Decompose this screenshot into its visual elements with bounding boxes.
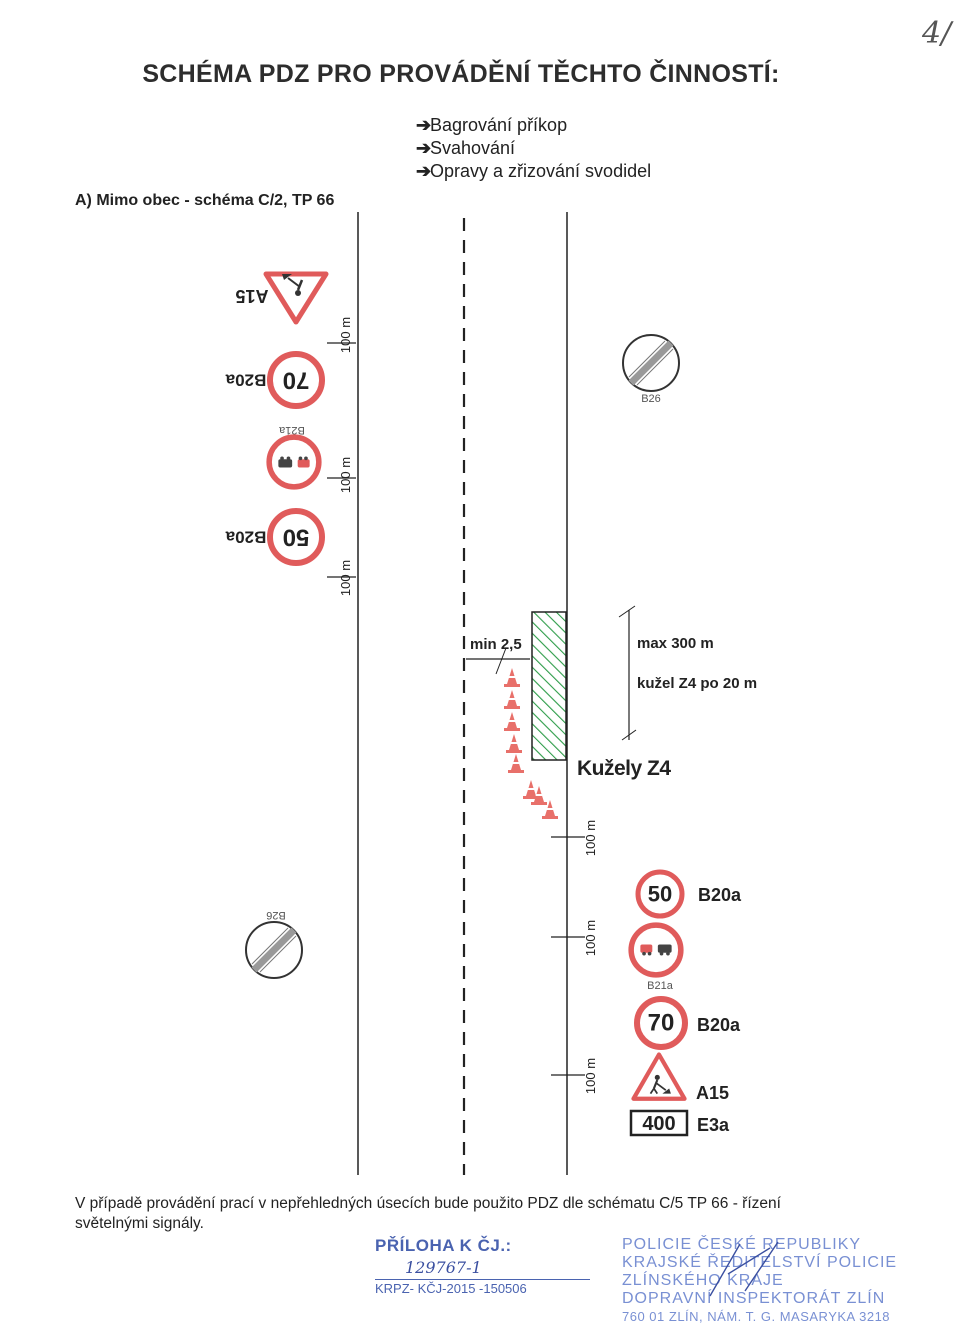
work-zone-area [531,611,567,761]
arrow-icon: ➔ [416,138,432,158]
right-sign-b21a: B21a [631,925,681,992]
arrow-icon: ➔ [416,161,432,181]
sign-code-label: A15 [696,1083,729,1103]
right-sign-b20a-70: 70 B20a [634,996,741,1050]
attachment-number: 129767-1 [405,1258,482,1277]
distance-label: 100 m [338,317,353,353]
cone-icon [506,734,522,753]
page-number: 4/ [922,16,952,51]
right-sign-b26: B26 [623,335,679,405]
left-distance-marker: 100 m [327,317,356,353]
left-sign-b21a: B21a [269,424,319,487]
stamp-line: POLICIE ČESKÉ REPUBLIKY [622,1236,862,1253]
cone-spacing-label: kužel Z4 po 20 m [637,675,757,692]
left-sign-b26: B26 [246,909,302,978]
attachment-stamp: PŘÍLOHA K ČJ.: 129767-1 KRPZ- KČJ-2015 -… [375,1236,590,1296]
activity-item: ➔Opravy a zřizování svodidel [416,161,652,181]
max-length-dimension: max 300 m kužel Z4 po 20 m [618,605,757,741]
stamp-line: DOPRAVNÍ INSPEKTORÁT ZLÍN [622,1290,886,1307]
sign-code-label: B21a [647,980,674,992]
sign-code-label: A15 [235,286,268,306]
attachment-reference: KRPZ- KČJ-2015 -150506 [375,1279,590,1296]
distance-label: 100 m [338,560,353,596]
cone-icon [504,712,520,731]
speed-value: 70 [648,1010,675,1037]
activity-list: ➔Bagrování příkop ➔Svahování ➔Opravy a z… [416,114,651,183]
left-sign-a15: A15 [235,271,329,325]
speed-value: 50 [648,882,672,907]
distance-label: 100 m [583,1058,598,1094]
sign-code-label: B21a [278,424,305,436]
signature-mark [709,1241,779,1297]
sign-code-label: B20a [697,1015,741,1035]
left-sign-b20a-50: 50 B20a [225,508,325,566]
left-distance-marker: 100 m [327,560,356,596]
sign-code-label: B20a [225,371,266,390]
max-length-label: max 300 m [637,635,714,652]
activity-item: ➔Svahování [416,138,516,158]
distance-label: 100 m [338,457,353,493]
right-distance-marker: 100 m [551,1058,598,1094]
right-sign-e3a: 400 E3a [629,1109,730,1137]
left-sign-b20a-70: 70 B20a [225,351,325,409]
cones-label: Kužely Z4 [577,757,671,780]
stamp-line: ZLÍNSKÉHO KRAJE [622,1272,784,1289]
sign-code-label: E3a [697,1115,730,1135]
min-width-label: min 2,5 [470,636,522,653]
stamp-line: KRAJSKÉ ŘEDITELSTVÍ POLICIE [622,1254,898,1271]
distance-label: 100 m [583,820,598,856]
plate-value: 400 [642,1113,675,1135]
sign-code-label: B20a [698,885,742,905]
speed-value: 50 [283,524,310,551]
right-sign-a15: A15 [634,1055,729,1103]
arrow-icon: ➔ [416,115,432,135]
footer-note: V případě provádění prací v nepřehlednýc… [75,1195,781,1232]
speed-value: 70 [283,367,310,394]
right-distance-marker: 100 m [551,920,598,956]
page-title: SCHÉMA PDZ PRO PROVÁDĚNÍ TĚCHTO ČINNOSTÍ… [142,60,780,88]
sign-code-label: B26 [266,909,286,921]
police-stamp: POLICIE ČESKÉ REPUBLIKY KRAJSKÉ ŘEDITELS… [622,1236,897,1326]
scheme-label: A) Mimo obec - schéma C/2, TP 66 [75,192,335,209]
sign-code-label: B26 [641,393,661,405]
right-distance-marker: 100 m [551,820,598,856]
attachment-heading: PŘÍLOHA K ČJ.: [375,1236,512,1255]
stamp-line: 760 01 ZLÍN, NÁM. T. G. MASARYKA 3218 [622,1309,891,1324]
distance-label: 100 m [583,920,598,956]
cone-icon [504,668,520,687]
cone-icon [508,754,524,773]
min-width-dimension: min 2,5 [466,636,530,675]
cone-icon [504,690,520,709]
activity-item: ➔Bagrování příkop [416,115,568,135]
left-distance-marker: 100 m [327,457,356,493]
right-sign-b20a-50: 50 B20a [635,869,742,919]
sign-code-label: B20a [225,528,266,547]
